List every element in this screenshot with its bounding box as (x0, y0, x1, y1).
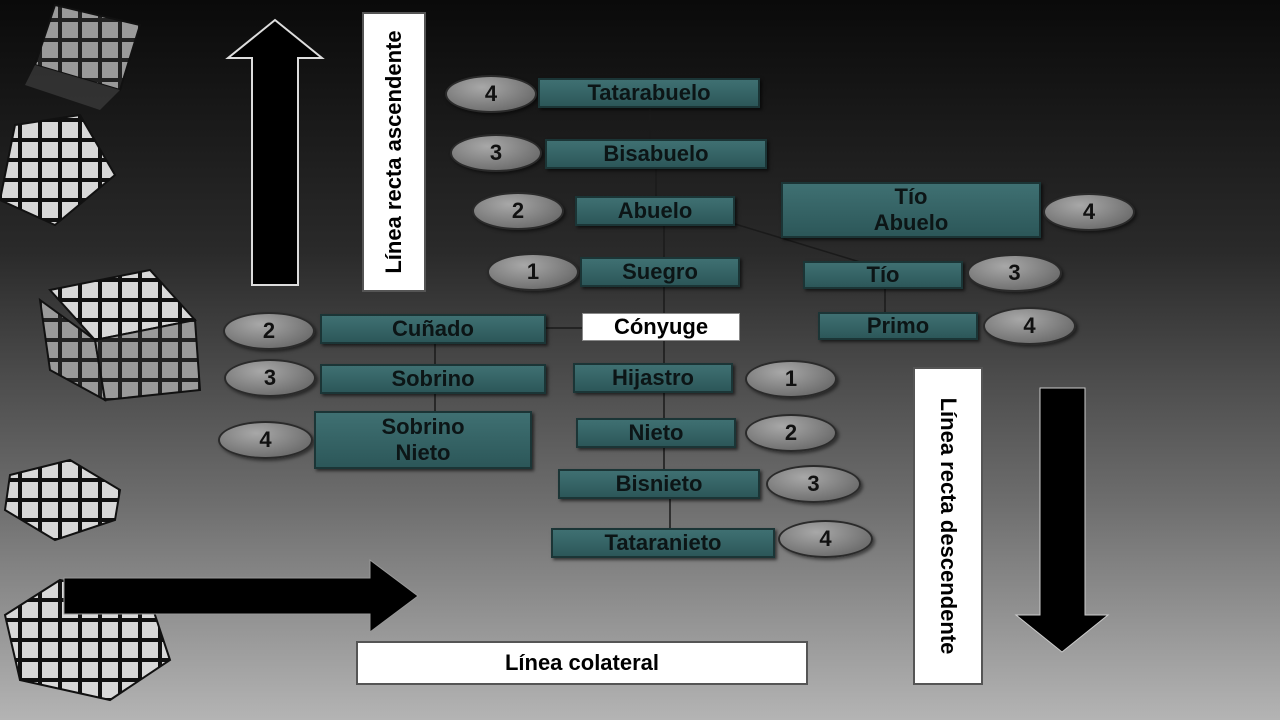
node-sobrino-nieto: Sobrino Nieto (314, 411, 532, 469)
collateral-line-label: Línea colateral (356, 641, 808, 685)
node-bisabuelo: Bisabuelo (545, 139, 767, 169)
degree-badge: 2 (223, 312, 315, 350)
node-tio-abuelo: Tío Abuelo (781, 182, 1041, 238)
degree-badge: 3 (450, 134, 542, 172)
degree-badge: 3 (766, 465, 861, 503)
node-primo: Primo (818, 312, 978, 340)
ascending-line-label: Línea recta ascendente (362, 12, 426, 292)
degree-badge: 3 (224, 359, 316, 397)
node-nieto: Nieto (576, 418, 736, 448)
degree-badge: 1 (487, 253, 579, 291)
node-hijastro: Hijastro (573, 363, 733, 393)
node-abuelo: Abuelo (575, 196, 735, 226)
cube-icon (0, 113, 117, 227)
degree-badge: 2 (472, 192, 564, 230)
node-tataranieto: Tataranieto (551, 528, 775, 558)
degree-badge: 3 (967, 254, 1062, 292)
degree-badge: 4 (445, 75, 537, 113)
node-sobrino: Sobrino (320, 364, 546, 394)
arrow-right-icon (63, 559, 419, 633)
node-tatarabuelo: Tatarabuelo (538, 78, 760, 108)
cube-icon (25, 3, 142, 110)
node-bisnieto: Bisnieto (558, 469, 760, 499)
node-cunado: Cuñado (320, 314, 546, 344)
degree-badge: 1 (745, 360, 837, 398)
arrow-down-icon (1014, 387, 1110, 653)
degree-badge: 4 (983, 307, 1076, 345)
node-suegro: Suegro (580, 257, 740, 287)
node-tio: Tío (803, 261, 963, 289)
descending-line-label: Línea recta descendente (913, 367, 983, 685)
degree-badge: 4 (1043, 193, 1135, 231)
degree-badge: 4 (778, 520, 873, 558)
node-conyuge: Cónyuge (582, 313, 740, 341)
cube-icon (3, 458, 122, 542)
cube-icon (38, 268, 202, 402)
degree-badge: 2 (745, 414, 837, 452)
degree-badge: 4 (218, 421, 313, 459)
arrow-up-icon (225, 18, 325, 286)
connectors (434, 107, 886, 528)
